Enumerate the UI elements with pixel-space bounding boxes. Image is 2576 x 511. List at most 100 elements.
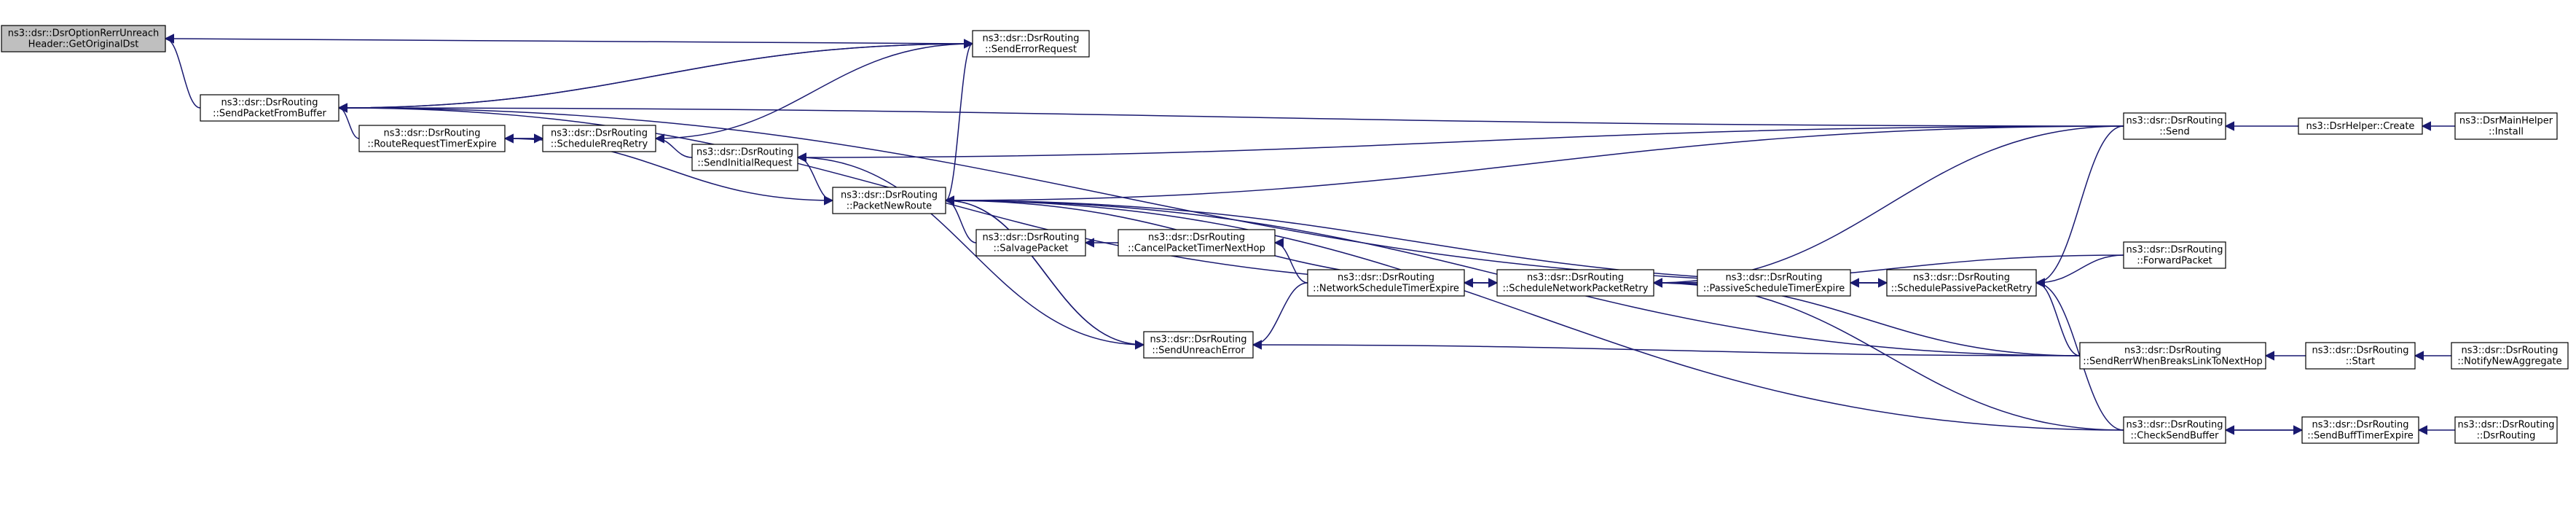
node-label-line: ns3::dsr::DsrRouting [2127,420,2223,431]
edge-forwardPacket-to-schedulePassivePacketRetry [2035,254,2124,288]
node-label-line: ns3::dsr::DsrRouting [2312,346,2409,356]
node-box [1886,269,2037,297]
node-box [2301,416,2419,444]
node-sendInitialRequest[interactable]: ns3::dsr::DsrRouting::SendInitialRequest [691,144,798,171]
node-label-line: ns3::dsr::DsrOptionRerrUnreach [8,28,160,39]
node-sendRerrWhenBreaksLinkToNextHop[interactable]: ns3::dsr::DsrRouting::SendRerrWhenBreaks… [2079,342,2266,370]
node-label-line: ns3::dsr::DsrRouting [841,190,938,201]
node-salvagePacket[interactable]: ns3::dsr::DsrRouting::SalvagePacket [975,229,1086,257]
node-forwardPacket[interactable]: ns3::dsr::DsrRouting::ForwardPacket [2123,241,2226,269]
node-box [691,144,798,171]
node-dsrRoutingCtor[interactable]: ns3::dsr::DsrRouting::DsrRouting [2454,416,2558,444]
node-sendBuffTimerExpire[interactable]: ns3::dsr::DsrRouting::SendBuffTimerExpir… [2301,416,2419,444]
node-label-line: ns3::DsrMainHelper [2459,116,2553,127]
node-routeRequestTimerExpire[interactable]: ns3::dsr::DsrRouting::RouteRequestTimerE… [358,125,506,152]
edge-line [944,125,2124,206]
edge-line [337,103,360,139]
edge-sendErrorRequest-to-root [164,34,973,44]
node-box [1118,229,1276,257]
node-label-line: ::SendErrorRequest [985,44,1077,55]
node-label-line: ns3::dsr::DsrRouting [2124,346,2221,356]
node-label-line: ::RouteRequestTimerExpire [367,139,496,150]
edge-line [796,125,2124,163]
node-label-line: ::Start [2346,356,2376,367]
node-root: ns3::dsr::DsrOptionRerrUnreachHeader::Ge… [1,25,166,52]
node-dsrMainHelperInstall[interactable]: ns3::DsrMainHelper::Install [2454,112,2558,140]
node-box [542,125,656,152]
edge-line [654,133,693,158]
node-label-line: ::SendPacketFromBuffer [213,109,326,120]
node-sendPacketFromBuffer[interactable]: ns3::dsr::DsrRouting::SendPacketFromBuff… [200,94,339,122]
edge-line [796,152,833,201]
node-checkSendBuffer[interactable]: ns3::dsr::DsrRouting::CheckSendBuffer [2123,416,2226,444]
node-label-line: ns3::dsr::DsrRouting [2127,245,2223,256]
edge-line [655,39,974,139]
node-label-line: ::DsrRouting [2477,431,2536,442]
node-box [975,229,1086,257]
node-box [2079,342,2266,370]
edge-line [945,200,1145,350]
node-label-line: ns3::dsr::DsrRouting [696,147,793,158]
node-label-line: ::ScheduleNetworkPacketRetry [1503,284,1649,294]
edge-packetNewRoute-to-sendErrorRequest [945,39,974,201]
node-sendUnreachError[interactable]: ns3::dsr::DsrRouting::SendUnreachError [1143,331,1254,359]
node-label-line: ::SendRerrWhenBreaksLinkToNextHop [2083,356,2263,367]
edge-send-to-sendPacketFromBuffer [337,103,2124,127]
edge-sendRerrWhenBreaksLinkToNextHop-to-sendUnreachError [1252,340,2081,356]
node-label-line: ::CheckSendBuffer [2131,431,2220,442]
node-packetNewRoute[interactable]: ns3::dsr::DsrRouting::PacketNewRoute [832,187,946,214]
node-label-line: ::NetworkScheduleTimerExpire [1313,284,1459,294]
node-box [1143,331,1254,359]
node-cancelPacketTimerNextHop[interactable]: ns3::dsr::DsrRouting::CancelPacketTimerN… [1118,229,1276,257]
node-box [972,30,1090,58]
edge-send-to-sendInitialRequest [796,125,2124,163]
node-label-line: ns3::dsr::DsrRouting [221,98,318,109]
node-passiveScheduleTimerExpire[interactable]: ns3::dsr::DsrRouting::PassiveScheduleTim… [1697,269,1851,297]
node-label-line: Header::GetOriginalDst [28,39,139,50]
edge-sendPacketFromBuffer-to-root [164,34,201,109]
node-start[interactable]: ns3::dsr::DsrRouting::Start [2305,342,2416,370]
node-dsrHelperCreate[interactable]: ns3::DsrHelper::Create [2298,117,2423,135]
node-scheduleNetworkPacketRetry[interactable]: ns3::dsr::DsrRouting::ScheduleNetworkPac… [1496,269,1654,297]
node-label-line: ::SendBuffTimerExpire [2307,431,2414,442]
edge-line [2035,278,2081,356]
node-box [2454,112,2558,140]
node-scheduleRreqRetry[interactable]: ns3::dsr::DsrRouting::ScheduleRreqRetry [542,125,656,152]
node-label-line: ::SalvagePacket [993,243,1068,254]
node-box [1496,269,1654,297]
node-label-line: ns3::dsr::DsrRouting [1148,233,1245,243]
node-schedulePassivePacketRetry[interactable]: ns3::dsr::DsrRouting::SchedulePassivePac… [1886,269,2037,297]
node-label-line: ns3::dsr::DsrRouting [1726,273,1823,284]
node-notifyNewAggregate[interactable]: ns3::dsr::DsrRouting::NotifyNewAggregate [2451,342,2569,370]
node-send[interactable]: ns3::dsr::DsrRouting::Send [2123,112,2226,140]
node-label-line: ns3::dsr::DsrRouting [1913,273,2010,284]
node-label-line: ns3::dsr::DsrRouting [1338,273,1434,284]
node-networkScheduleTimerExpire[interactable]: ns3::dsr::DsrRouting::NetworkScheduleTim… [1307,269,1465,297]
edge-line [2035,125,2124,288]
node-label-line: ns3::dsr::DsrRouting [983,233,1080,243]
edge-packetNewRoute-to-sendInitialRequest [796,152,833,201]
node-label-line: ns3::DsrHelper::Create [2306,121,2415,132]
node-box [2454,416,2558,444]
node-box [1307,269,1465,297]
node-box [1,25,166,52]
node-label-line: ::SendInitialRequest [697,158,792,169]
edge-line [1652,125,2124,288]
node-box [2123,112,2226,140]
edge-line [1252,340,2081,356]
node-box [1697,269,1851,297]
node-sendErrorRequest[interactable]: ns3::dsr::DsrRouting::SendErrorRequest [972,30,1090,58]
edge-send-to-packetNewRoute [944,125,2124,206]
edge-line [1273,238,1308,284]
node-label-line: ::SchedulePassivePacketRetry [1891,284,2033,294]
edge-networkScheduleTimerExpire-to-sendUnreachError [1252,282,1308,350]
edge-checkSendBuffer-to-packetNewRoute [944,195,2124,431]
edge-layer [164,34,2455,435]
node-label-line: ns3::dsr::DsrRouting [2458,420,2555,431]
edge-line [164,34,973,44]
edge-line [338,39,974,109]
node-label-line: ::PassiveScheduleTimerExpire [1703,284,1845,294]
node-layer: ns3::dsr::DsrOptionRerrUnreachHeader::Ge… [1,25,2569,444]
edge-sendUnreachError-to-sendInitialRequest [796,152,1144,346]
